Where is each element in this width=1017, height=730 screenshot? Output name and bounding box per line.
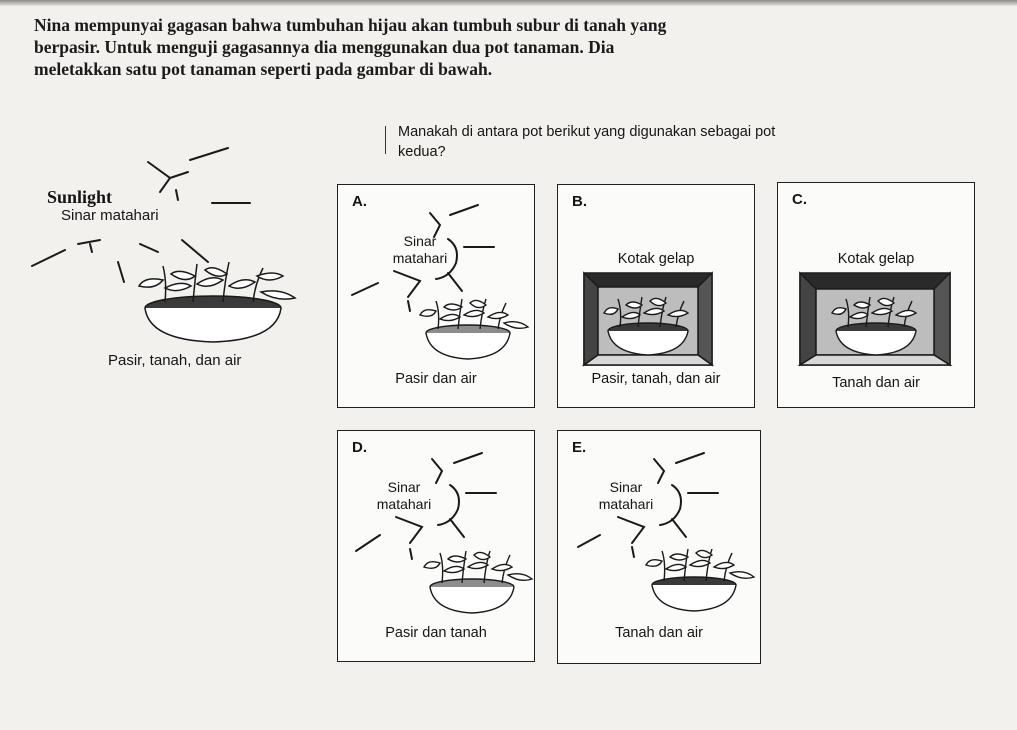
option-b-caption: Pasir, tanah, dan air (591, 371, 721, 387)
option-b-letter: B. (572, 193, 587, 210)
question-line-2: kedua? (398, 144, 446, 160)
option-c-illustration (797, 271, 953, 367)
option-c-caption: Tanah dan air (832, 375, 920, 391)
given-illustration (31, 147, 297, 343)
option-b-illustration (581, 271, 715, 367)
option-b-card[interactable]: B. Kotak gelap (557, 184, 755, 408)
question-text: Manakah di antara pot berikut yang digun… (398, 122, 898, 162)
sun-icon (355, 452, 497, 560)
option-d-caption: Pasir dan tanah (385, 625, 487, 641)
plant-pot-icon (603, 296, 690, 356)
option-d-illustration (355, 452, 534, 614)
plant-pot-icon (831, 296, 918, 356)
option-c-box-label: Kotak gelap (837, 251, 915, 267)
question-marker (385, 126, 386, 154)
option-c-letter: C. (792, 191, 807, 208)
option-d-sun-line-2: matahari (376, 496, 432, 512)
option-e-card[interactable]: E. (557, 430, 761, 664)
intro-line-3: meletakkan satu pot tanaman seperti pada… (34, 59, 493, 79)
option-d-sun-label: Sinar matahari (364, 479, 444, 513)
sunlight-label-id: Sinar matahari (61, 207, 159, 224)
plant-pot-icon (423, 550, 534, 614)
option-d-sun-line-1: Sinar (387, 479, 421, 495)
option-a-sun-line-1: Sinar (403, 233, 437, 249)
plant-pot-icon (645, 548, 756, 612)
option-a-sun-line-2: matahari (392, 250, 448, 266)
question-line-1: Manakah di antara pot berikut yang digun… (398, 124, 776, 140)
option-a-card[interactable]: A. (337, 184, 535, 408)
given-pot-caption: Pasir, tanah, dan air (108, 352, 242, 369)
sun-icon (351, 204, 495, 312)
option-e-sun-line-2: matahari (598, 496, 654, 512)
option-e-letter: E. (572, 439, 587, 456)
option-b-box-label: Kotak gelap (617, 251, 695, 267)
option-a-caption: Pasir dan air (395, 371, 477, 387)
option-c-card[interactable]: C. Kotak gelap (777, 182, 975, 408)
option-a-letter: A. (352, 193, 367, 210)
option-e-caption: Tanah dan air (615, 625, 703, 641)
intro-line-1: Nina mempunyai gagasan bahwa tumbuhan hi… (34, 15, 667, 35)
sunlight-label-en: Sunlight (47, 187, 113, 207)
option-a-illustration (351, 204, 530, 360)
plant-pot-icon (419, 298, 530, 360)
option-e-sun-line-1: Sinar (609, 479, 643, 495)
option-d-card[interactable]: D. (337, 430, 535, 662)
sun-icon (577, 452, 719, 558)
option-e-illustration (577, 452, 756, 612)
page-edge-shadow (0, 0, 1017, 6)
option-e-sun-label: Sinar matahari (586, 479, 666, 513)
option-d-letter: D. (352, 439, 367, 456)
intro-line-2: berpasir. Untuk menguji gagasannya dia m… (34, 37, 615, 57)
sun-icon (31, 147, 251, 283)
option-a-sun-label: Sinar matahari (390, 233, 450, 267)
plant-pot-icon (137, 261, 297, 343)
intro-paragraph: Nina mempunyai gagasan bahwa tumbuhan hi… (34, 14, 914, 80)
